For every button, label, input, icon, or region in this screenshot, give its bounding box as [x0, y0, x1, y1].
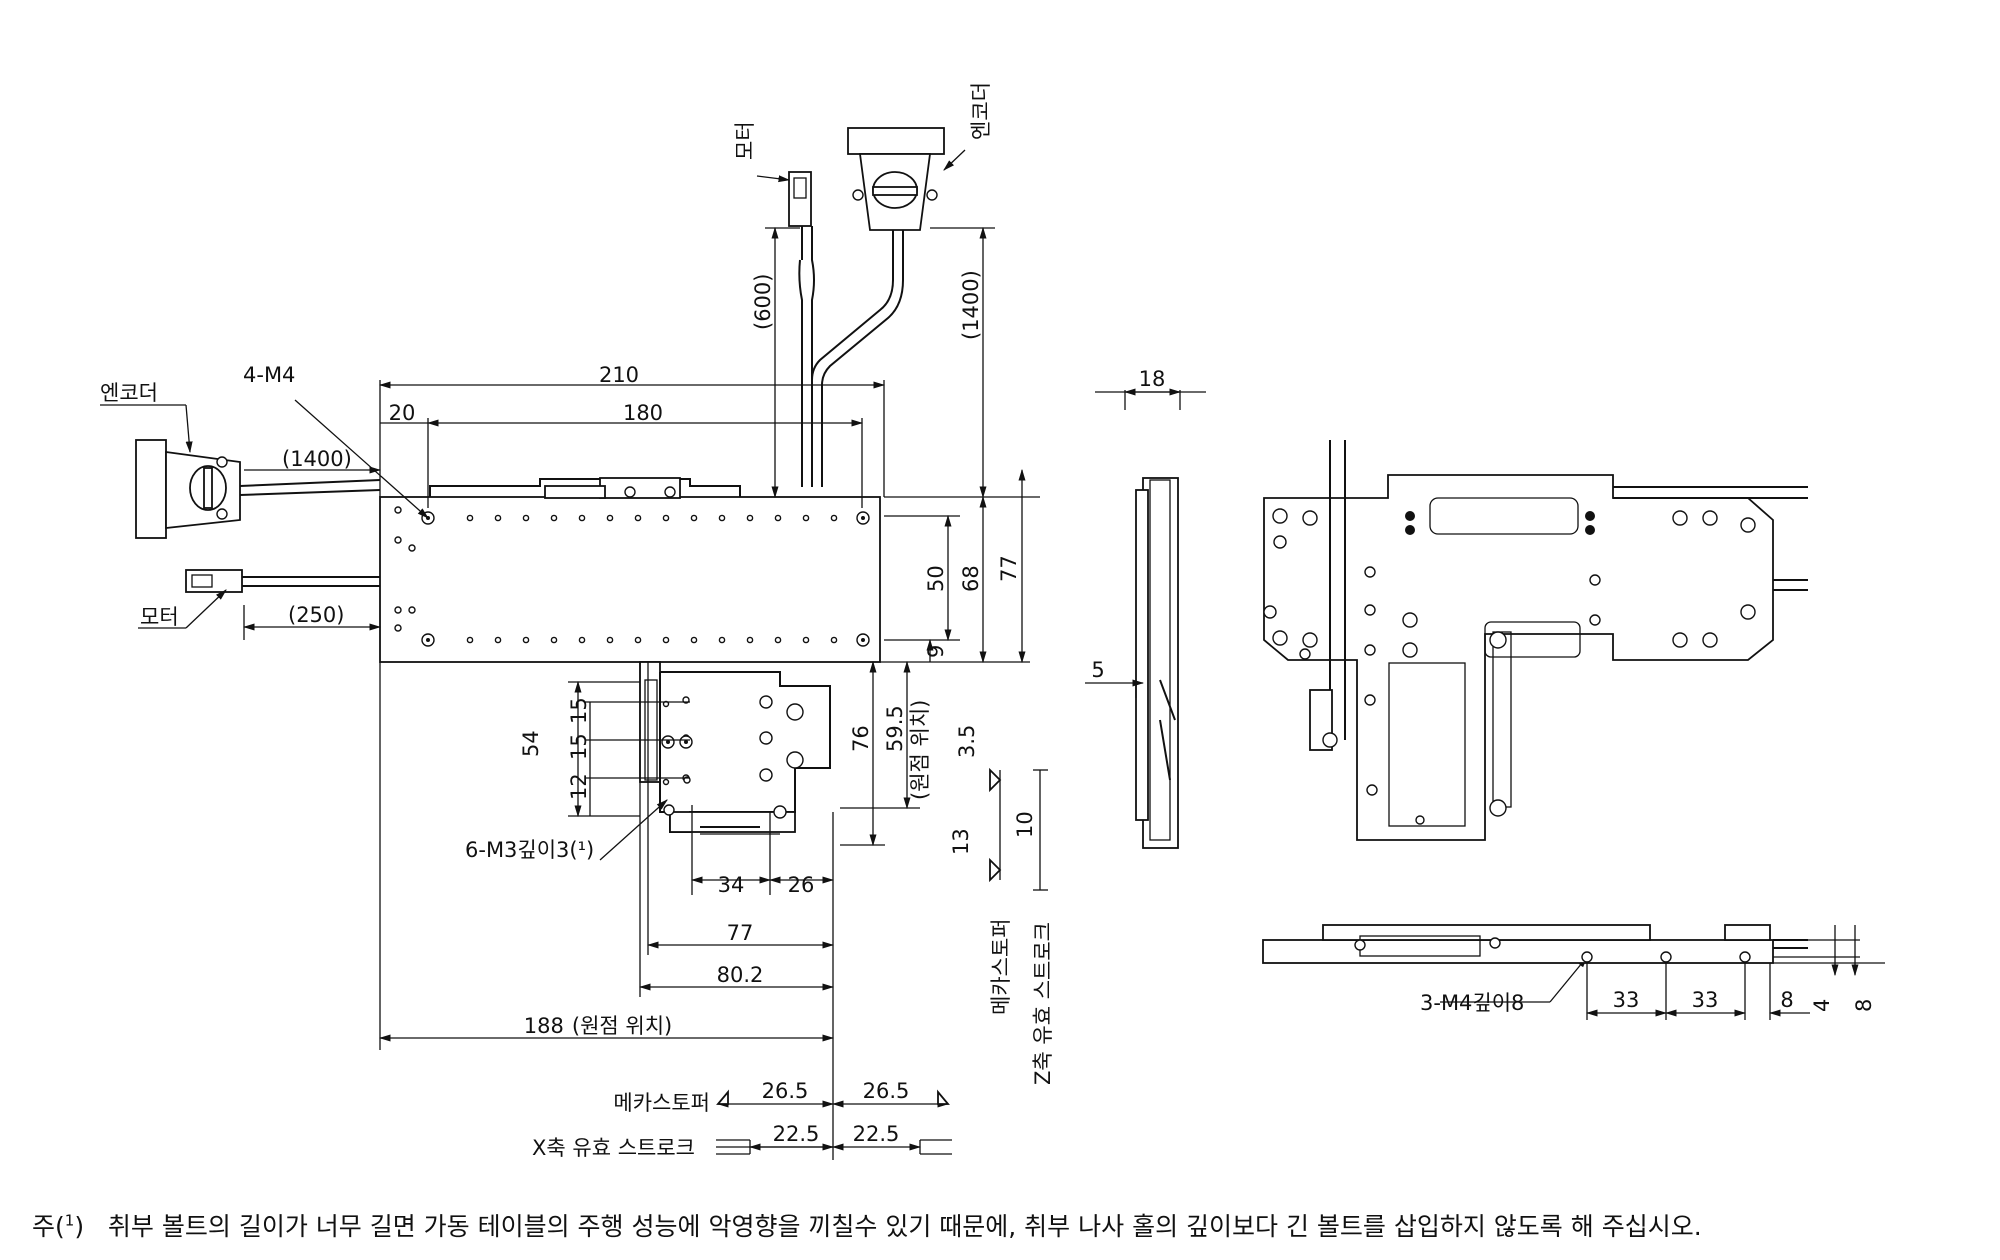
- front-view: [135, 127, 945, 835]
- dim-77-bottom: 77: [727, 921, 754, 945]
- dim-18: 18: [1139, 367, 1166, 391]
- base-hole-row: [466, 514, 838, 644]
- base-hole: [550, 514, 558, 522]
- bottom-side-view: [1262, 924, 1885, 1020]
- label-holes-table: 6-M3깊이3(¹): [465, 838, 594, 862]
- dim-15-a: 15: [567, 697, 591, 724]
- dim-origin-note: (원점 위치): [908, 700, 932, 800]
- base-hole: [774, 514, 782, 522]
- label-motor-top: 모터: [733, 121, 757, 160]
- top-motor-connector: [788, 171, 815, 487]
- side-view: [1085, 388, 1206, 849]
- dim-54: 54: [519, 730, 543, 757]
- dim-8-h: 8: [1780, 988, 1793, 1012]
- base-hole: [466, 514, 474, 522]
- base-hole: [494, 514, 502, 522]
- dim-77-right: 77: [997, 555, 1021, 582]
- footnote-suffix: ): [74, 1212, 85, 1241]
- base-hole: [578, 514, 586, 522]
- dim-13: 13: [949, 828, 973, 855]
- label-z-mechastopper: 메카스토퍼: [989, 918, 1013, 1015]
- footnote-prefix: 주(: [32, 1212, 65, 1241]
- dim-188-origin: (원점 위치): [572, 1014, 672, 1038]
- dim-50: 50: [924, 565, 948, 592]
- base-hole: [494, 636, 502, 644]
- text-labels: 210 180 20 4-M4 엔코더 모터 (1400) (250) 모터 엔…: [100, 82, 1876, 1160]
- footnote-text: 취부 볼트의 길이가 너무 길면 가동 테이블의 주행 성능에 악영향을 끼칠수…: [107, 1212, 1702, 1241]
- dim-34: 34: [718, 873, 745, 897]
- dim-15-b: 15: [567, 733, 591, 760]
- base-hole: [746, 636, 754, 644]
- base-hole: [578, 636, 586, 644]
- dim-5: 5: [1091, 658, 1104, 682]
- z-table-holes: [661, 695, 804, 819]
- dimension-lines: [100, 149, 1588, 1160]
- base-hole: [662, 636, 670, 644]
- left-motor-connector: [185, 569, 380, 593]
- footnote: 주(1) 취부 볼트의 길이가 너무 길면 가동 테이블의 주행 성능에 악영향…: [32, 1207, 1702, 1243]
- label-x-stroke: X축 유효 스트로크: [532, 1136, 695, 1160]
- base-hole: [662, 514, 670, 522]
- label-motor-left: 모터: [140, 605, 179, 629]
- dim-80-2: 80.2: [717, 963, 764, 987]
- plan-view-holes: [1263, 508, 1756, 825]
- base-hole: [830, 514, 838, 522]
- dim-210: 210: [599, 363, 639, 387]
- base-hole: [690, 514, 698, 522]
- label-holes-top: 4-M4: [243, 363, 295, 387]
- top-encoder-connector: [811, 127, 945, 487]
- dim-12: 12: [567, 773, 591, 800]
- dim-33-a: 33: [1613, 988, 1640, 1012]
- base-hole: [802, 636, 810, 644]
- base-hole: [606, 514, 614, 522]
- dim-33-b: 33: [1692, 988, 1719, 1012]
- base-hole: [718, 514, 726, 522]
- dim-26: 26: [788, 873, 815, 897]
- dim-76: 76: [849, 725, 873, 752]
- base-hole: [522, 636, 530, 644]
- dim-cable-motor-left: (250): [288, 603, 344, 627]
- base-hole: [774, 636, 782, 644]
- base-hole: [802, 514, 810, 522]
- dim-26-5-right: 26.5: [863, 1079, 910, 1103]
- label-mechastopper: 메카스토퍼: [613, 1091, 710, 1115]
- dim-188-value: 188: [524, 1014, 564, 1038]
- dim-26-5-left: 26.5: [762, 1079, 809, 1103]
- label-encoder-top: 엔코더: [969, 82, 993, 140]
- footnote-sup: 1: [64, 1211, 75, 1230]
- base-plate: [379, 496, 881, 663]
- base-hole: [690, 636, 698, 644]
- base-hole: [606, 636, 614, 644]
- base-holes: [394, 506, 870, 647]
- label-encoder-left: 엔코더: [100, 381, 158, 405]
- plan-view: [1263, 440, 1808, 841]
- label-z-stroke: Z축 유효 스트로크: [1031, 922, 1055, 1085]
- dim-59-5: 59.5: [883, 705, 907, 752]
- dim-cable-encoder-left: (1400): [282, 447, 352, 471]
- dim-cable-encoder-top: (1400): [959, 270, 983, 340]
- dim-10: 10: [1013, 811, 1037, 838]
- label-holes-side: 3-M4깊이8: [1420, 991, 1524, 1015]
- base-hole: [634, 636, 642, 644]
- dim-68: 68: [959, 565, 983, 592]
- dim-22-5-left: 22.5: [773, 1122, 820, 1146]
- base-hole: [522, 514, 530, 522]
- dim-188: 188 (원점 위치): [524, 1014, 672, 1038]
- dim-9: 9: [924, 645, 948, 658]
- dim-3-5: 3.5: [955, 725, 979, 758]
- dim-20: 20: [389, 401, 416, 425]
- base-hole: [550, 636, 558, 644]
- base-hole: [466, 636, 474, 644]
- dim-cable-motor-top: (600): [751, 274, 775, 330]
- base-hole: [746, 514, 754, 522]
- dim-8-v: 8: [1852, 999, 1876, 1012]
- left-encoder-connector: [135, 439, 381, 539]
- base-hole: [634, 514, 642, 522]
- base-hole: [830, 636, 838, 644]
- base-hole: [718, 636, 726, 644]
- dim-22-5-right: 22.5: [853, 1122, 900, 1146]
- dim-4-v: 4: [1810, 999, 1834, 1012]
- dim-180: 180: [623, 401, 663, 425]
